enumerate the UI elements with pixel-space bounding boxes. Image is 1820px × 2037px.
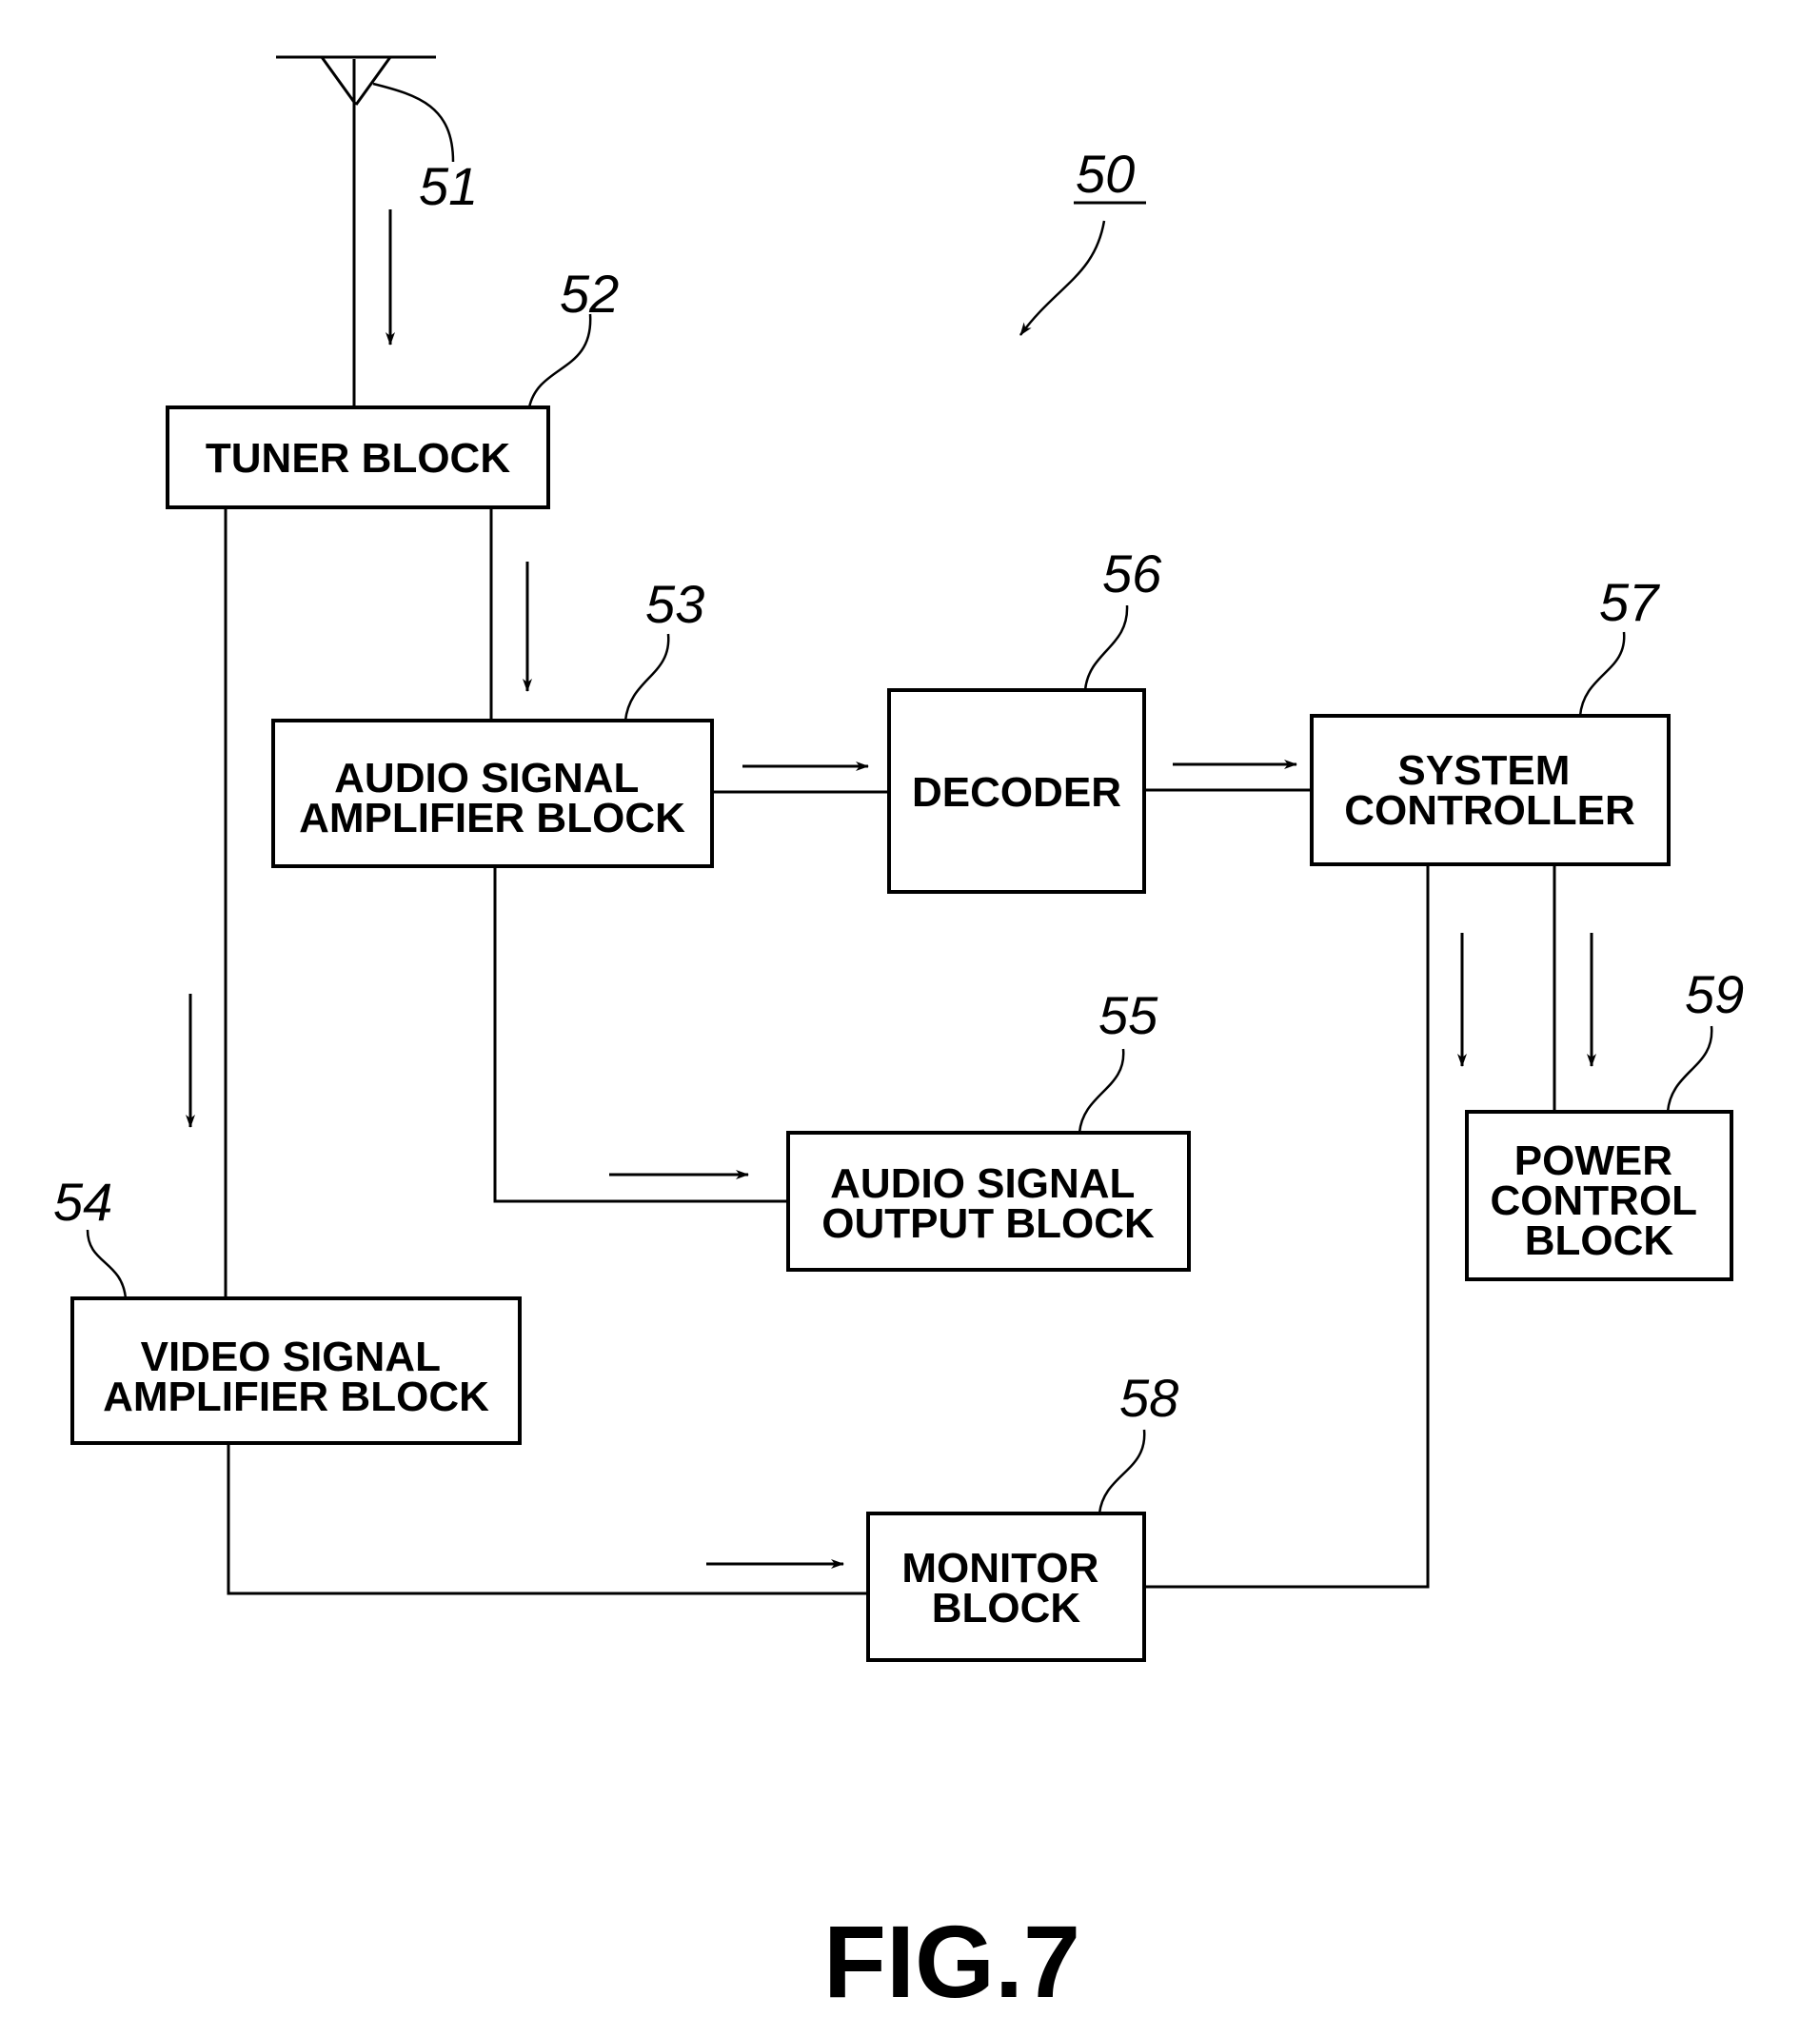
tuner-block-label: TUNER BLOCK (206, 435, 510, 482)
audio-output-ref-number: 55 (1098, 985, 1158, 1045)
audio-output-ref-leader (1079, 1049, 1123, 1133)
tuner-ref-number: 52 (560, 264, 619, 324)
antenna-icon (276, 57, 436, 407)
decoder-block: DECODER (889, 690, 1144, 892)
power-control-block: POWER CONTROL BLOCK (1467, 1112, 1731, 1279)
monitor-block-label: MONITOR BLOCK (901, 1545, 1110, 1632)
monitor-block: MONITOR BLOCK (868, 1513, 1144, 1660)
audio-amplifier-block: AUDIO SIGNAL AMPLIFIER BLOCK (273, 721, 712, 866)
audio-output-block: AUDIO SIGNAL OUTPUT BLOCK (788, 1133, 1189, 1270)
video-amplifier-ref-leader (88, 1230, 126, 1298)
antenna-ref-leader (373, 84, 453, 162)
audio-amplifier-ref-leader (625, 634, 668, 721)
video-amplifier-block-label: VIDEO SIGNAL AMPLIFIER BLOCK (103, 1334, 489, 1420)
system-controller-ref-leader (1580, 632, 1624, 716)
audio-output-block-label: AUDIO SIGNAL OUTPUT BLOCK (821, 1160, 1155, 1247)
tuner-ref-leader (529, 314, 590, 407)
audio-amplifier-ref-number: 53 (645, 574, 704, 634)
monitor-ref-number: 58 (1119, 1368, 1178, 1428)
decoder-block-label: DECODER (912, 769, 1121, 816)
figure-ref-number: 50 (1076, 144, 1135, 204)
video-amplifier-block: VIDEO SIGNAL AMPLIFIER BLOCK (72, 1298, 520, 1443)
tuner-block: TUNER BLOCK (168, 407, 548, 507)
figure-ref-pointer (1020, 221, 1104, 335)
decoder-ref-leader (1085, 605, 1127, 690)
power-control-ref-number: 59 (1685, 964, 1744, 1024)
system-controller-ref-number: 57 (1599, 572, 1660, 632)
system-controller-block: SYSTEM CONTROLLER (1312, 716, 1669, 864)
monitor-ref-leader (1099, 1430, 1144, 1513)
decoder-ref-number: 56 (1102, 544, 1162, 603)
video-amplifier-ref-number: 54 (53, 1172, 112, 1232)
antenna-ref-number: 51 (419, 156, 478, 216)
power-control-ref-leader (1668, 1026, 1711, 1112)
audio-amplifier-block-label: AUDIO SIGNAL AMPLIFIER BLOCK (299, 755, 685, 841)
figure-caption: FIG.7 (823, 1904, 1080, 2019)
